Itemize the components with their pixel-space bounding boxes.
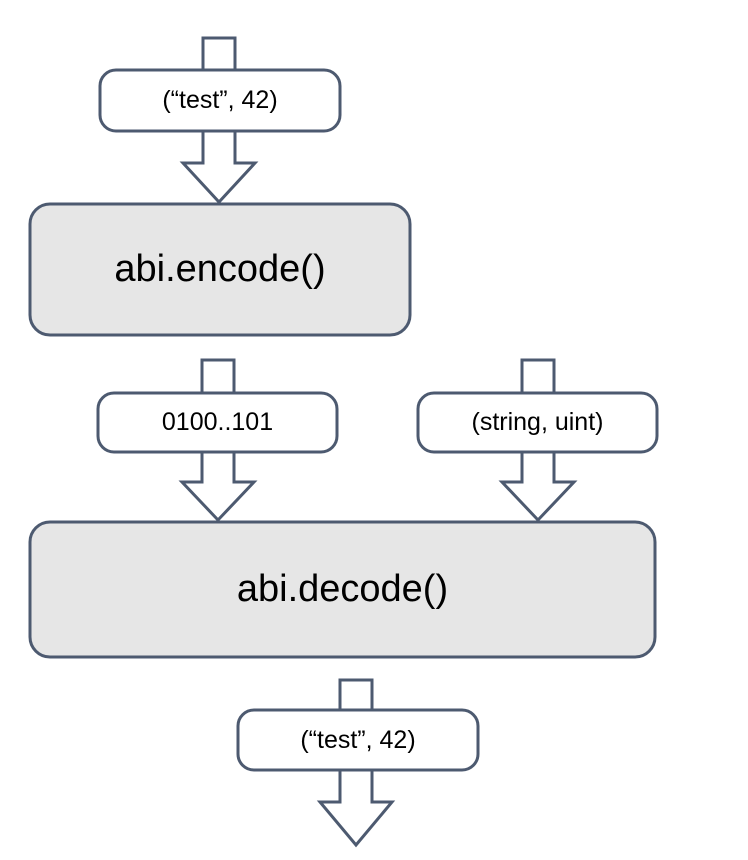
connector-stub-into-input-tuple: [201, 36, 237, 74]
connector-stub-into-encoded-bytes: [200, 358, 236, 397]
node-box-abi-encode[interactable]: [28, 202, 412, 337]
node-box-output-tuple[interactable]: [236, 708, 480, 772]
connector-stub-into-output-tuple: [338, 678, 374, 714]
connector-arrow-output-final: [316, 768, 396, 848]
node-box-abi-decode[interactable]: [28, 520, 657, 659]
connector-arrow-input-to-encode: [179, 129, 259, 205]
connector-arrow-encoded-to-decode: [178, 450, 258, 523]
connector-arrow-types-to-decode: [498, 450, 578, 523]
node-box-encoded-bytes[interactable]: [96, 391, 339, 454]
connector-stub-into-type-tuple: [520, 358, 556, 397]
node-box-type-tuple[interactable]: [416, 391, 659, 454]
node-box-input-tuple[interactable]: [98, 68, 342, 133]
